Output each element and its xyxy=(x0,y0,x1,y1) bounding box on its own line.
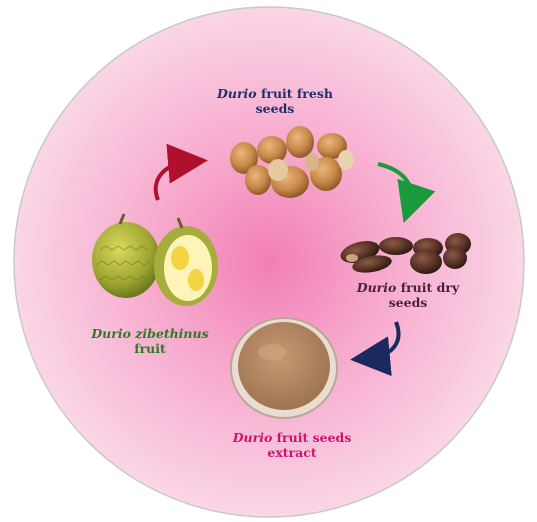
background-circle xyxy=(13,6,525,518)
durian-fruit-illustration xyxy=(92,213,218,306)
petri-dish-powder-illustration xyxy=(230,317,338,419)
fresh-seeds-illustration xyxy=(230,126,354,198)
label-dry-seeds: Durio fruit dry seeds xyxy=(356,280,460,310)
arrow-fresh-to-dry xyxy=(377,162,436,223)
label-seeds-extract: Durio fruit seeds extract xyxy=(232,430,352,460)
dry-seeds-illustration xyxy=(340,233,471,274)
label-durio-fruit: Durio zibethinus fruit xyxy=(91,326,209,356)
arrow-dry-to-extract xyxy=(350,321,401,377)
arrow-fruit-to-fresh xyxy=(153,143,208,201)
label-fresh-seeds: Durio fruit fresh seeds xyxy=(217,86,333,116)
